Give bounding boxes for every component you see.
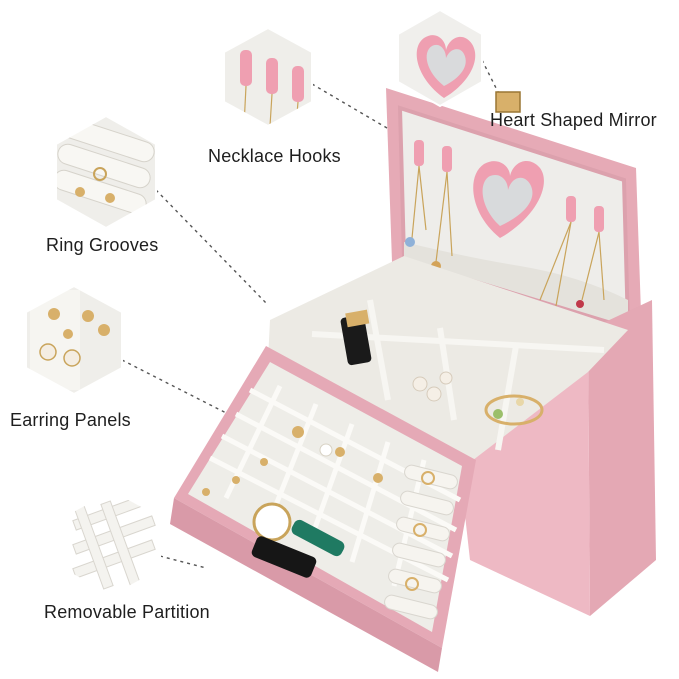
- earring-panels-label: Earring Panels: [10, 410, 131, 430]
- heart-mirror-inset: [397, 8, 483, 108]
- heart-shaped-mirror-label: Heart Shaped Mirror: [490, 110, 657, 130]
- top-tray: [170, 346, 476, 672]
- bottom-tray: [268, 256, 656, 616]
- removable-partition-label: Removable Partition: [44, 602, 210, 622]
- removable-partition-inset: [63, 488, 161, 598]
- ring-grooves-label: Ring Grooves: [46, 235, 159, 255]
- ring-grooves-inset: [55, 114, 157, 230]
- necklace-hooks-label: Necklace Hooks: [208, 146, 341, 166]
- earring-panels-inset: [25, 284, 123, 396]
- necklace-hooks-inset: [223, 26, 313, 128]
